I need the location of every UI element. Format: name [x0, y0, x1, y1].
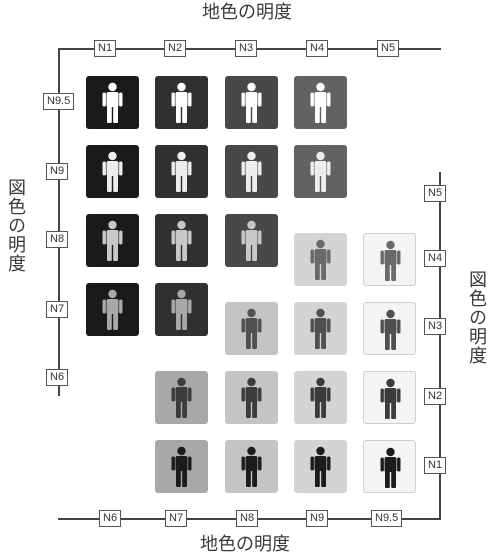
left-axis-line: [58, 48, 60, 396]
top-axis-label-n1: N1: [94, 40, 117, 57]
bottom-axis-label-n9-5: N9.5: [371, 510, 403, 527]
person-icon: [102, 82, 123, 123]
person-icon: [310, 82, 331, 123]
tile-n2-n7: [155, 283, 208, 336]
person-icon: [241, 220, 262, 261]
tile-n3-n9: [225, 145, 278, 198]
tile-n4-n9-5: [294, 76, 347, 129]
person-icon: [241, 308, 262, 349]
person-icon: [171, 151, 192, 192]
tile-n9-5-n4: [363, 302, 416, 355]
person-icon: [102, 289, 123, 330]
top-axis-label-n5: N5: [377, 40, 400, 57]
left-axis-label-n9: N9: [46, 163, 69, 180]
top-axis-label-n3: N3: [235, 40, 258, 57]
person-icon: [241, 377, 262, 418]
person-icon: [310, 308, 331, 349]
left-axis-label-n9-5: N9.5: [43, 93, 75, 110]
left-axis-label-n7: N7: [46, 301, 69, 318]
right-axis-label-n4: N4: [424, 250, 447, 267]
right-axis-label-n2: N2: [424, 388, 447, 405]
bottom-axis-label-n9: N9: [306, 510, 329, 527]
tile-n9-n1: [294, 440, 347, 493]
person-icon: [171, 289, 192, 330]
top-axis-label-n4: N4: [306, 40, 329, 57]
tile-n2-n8: [155, 214, 208, 267]
bottom-axis-label-n6: N6: [99, 510, 122, 527]
right-axis-label-n5: N5: [424, 185, 447, 202]
bottom-axis-label-n7: N7: [165, 510, 188, 527]
person-icon: [102, 220, 123, 261]
tile-n9-n3: [294, 371, 347, 424]
tile-n8-n3: [225, 371, 278, 424]
tile-n7-n3: [155, 371, 208, 424]
person-icon: [171, 220, 192, 261]
tile-n1-n9: [86, 145, 139, 198]
person-icon: [171, 446, 192, 487]
right-axis-line: [439, 172, 441, 520]
person-icon: [380, 378, 401, 419]
tile-n1-n8: [86, 214, 139, 267]
person-icon: [241, 446, 262, 487]
left-axis-title: 図色の明度: [5, 178, 26, 273]
bottom-axis-title: 地色の明度: [200, 534, 290, 555]
person-icon: [310, 151, 331, 192]
tile-n9-n5: [294, 233, 347, 286]
left-axis-label-n6: N6: [46, 369, 69, 386]
bottom-axis-label-n8: N8: [236, 510, 259, 527]
person-icon: [102, 151, 123, 192]
tile-n3-n8: [225, 214, 278, 267]
right-axis-title: 図色の明度: [466, 270, 487, 365]
right-axis-label-n1: N1: [424, 457, 447, 474]
tile-n8-n1: [225, 440, 278, 493]
tile-n3-n9-5: [225, 76, 278, 129]
right-axis-label-n3: N3: [424, 318, 447, 335]
person-icon: [310, 446, 331, 487]
tile-n1-n9-5: [86, 76, 139, 129]
tile-n9-5-n5: [363, 233, 416, 286]
person-icon: [171, 377, 192, 418]
tile-n9-n4: [294, 302, 347, 355]
person-icon: [241, 82, 262, 123]
tile-n2-n9-5: [155, 76, 208, 129]
tile-n9-5-n3: [363, 371, 416, 424]
person-icon: [310, 239, 331, 280]
tile-n1-n7: [86, 283, 139, 336]
left-axis-label-n8: N8: [46, 231, 69, 248]
tile-n8-n4: [225, 302, 278, 355]
person-icon: [380, 240, 401, 281]
person-icon: [380, 447, 401, 488]
person-icon: [241, 151, 262, 192]
top-axis-title: 地色の明度: [202, 2, 292, 23]
tile-n7-n1: [155, 440, 208, 493]
tile-n9-5-n1: [363, 440, 416, 493]
person-icon: [380, 309, 401, 350]
person-icon: [171, 82, 192, 123]
tile-n4-n9: [294, 145, 347, 198]
person-icon: [310, 377, 331, 418]
top-axis-label-n2: N2: [164, 40, 187, 57]
tile-n2-n9: [155, 145, 208, 198]
